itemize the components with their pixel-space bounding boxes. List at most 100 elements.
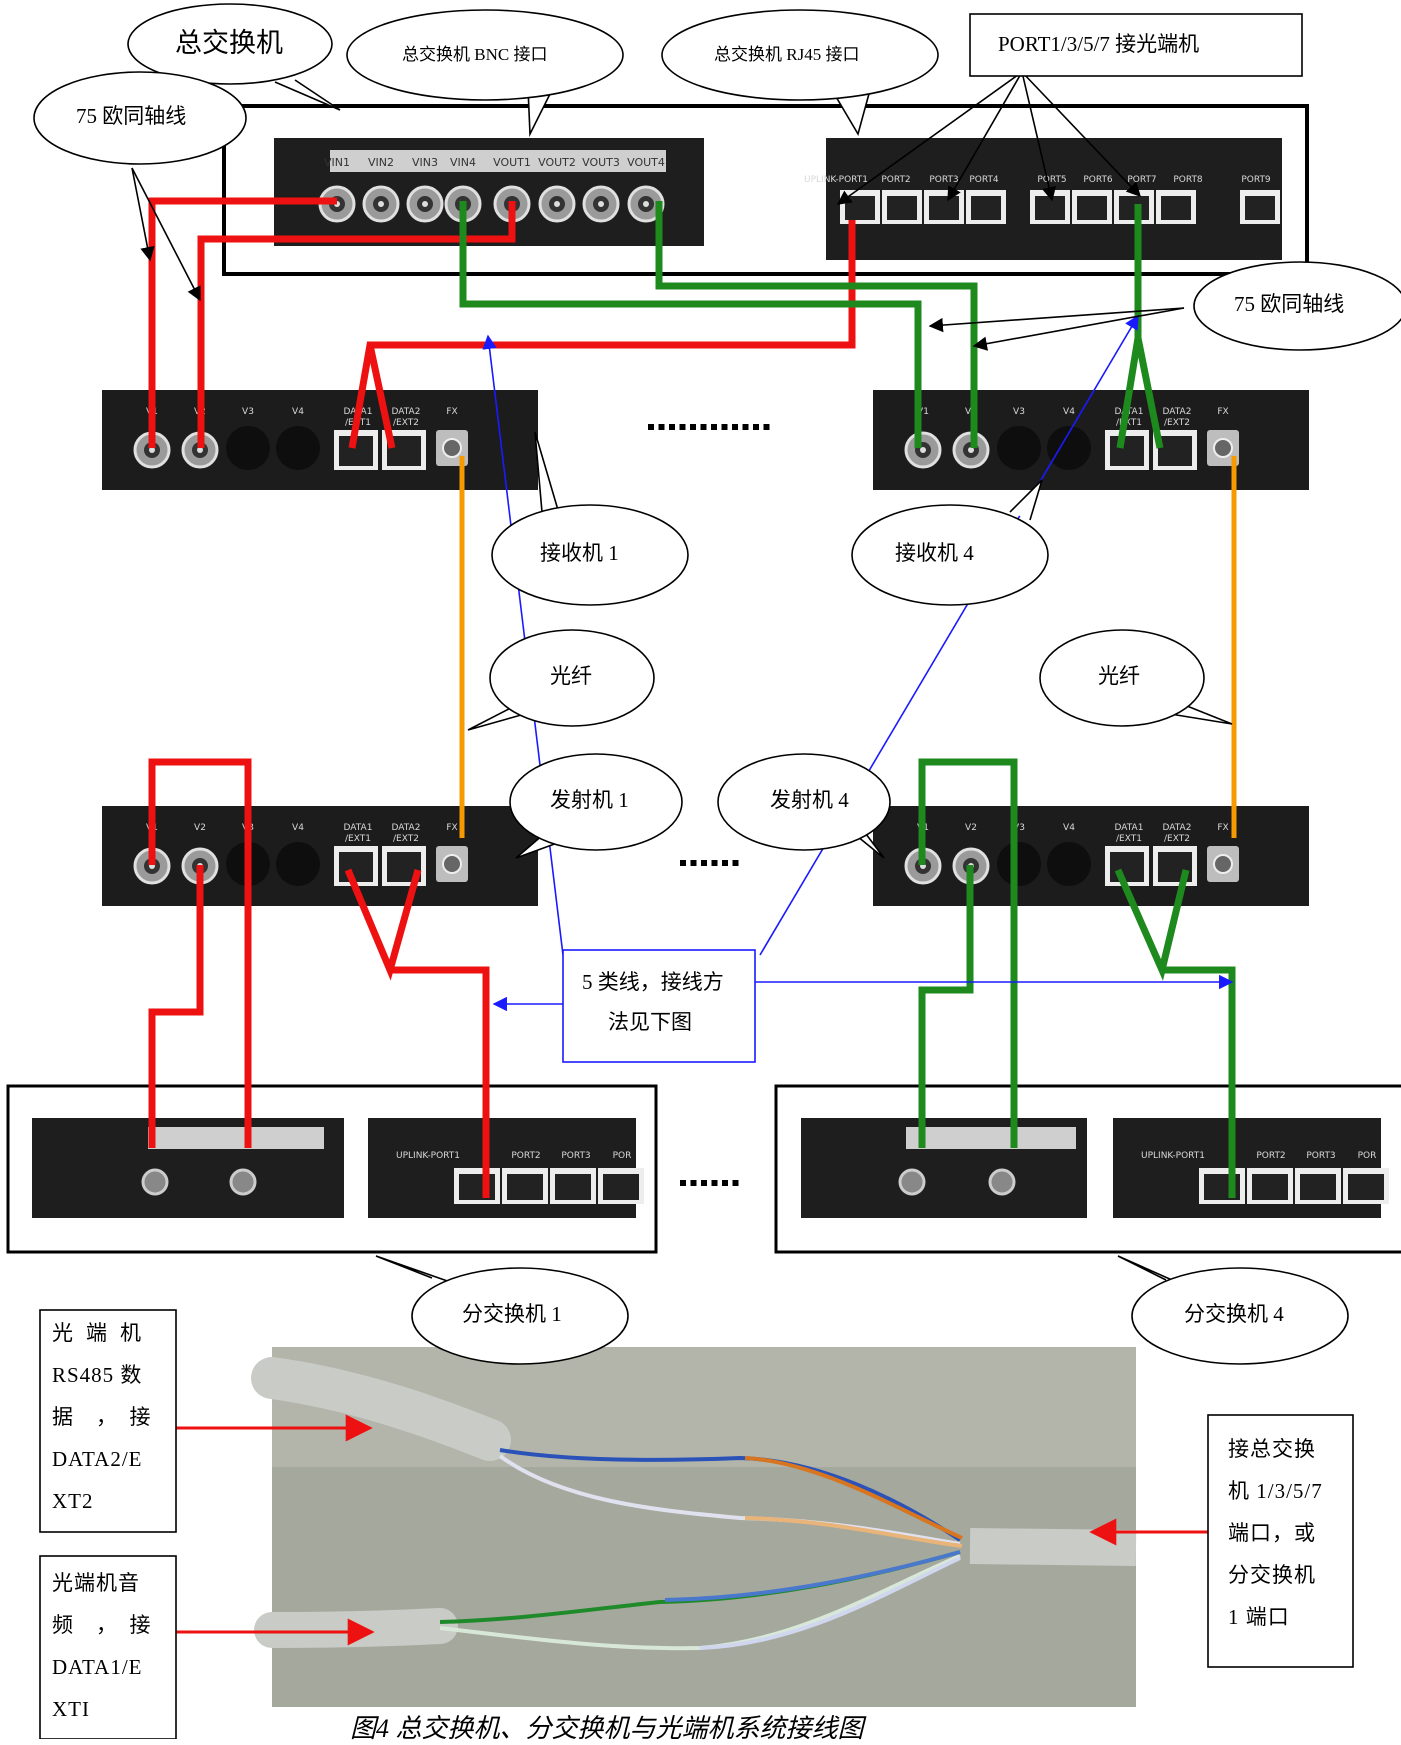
branch-switch-1-callout: 分交换机 1 — [462, 1302, 562, 1326]
ellipsis-dot — [732, 424, 738, 430]
rj45-port — [966, 190, 1006, 224]
bnc-port-label: VOUT3 — [582, 156, 620, 169]
ellipsis-dot — [701, 1180, 707, 1186]
bnc-port-label: VIN2 — [368, 156, 394, 169]
blank-cap — [1047, 842, 1091, 886]
main-port-label: PORT4 — [969, 175, 999, 185]
bnc-connector — [406, 185, 444, 223]
coax-callout-right: 75 欧同轴线 — [1234, 292, 1345, 316]
unit-port-label: /EXT2 — [1164, 834, 1190, 844]
unit-port-label: DATA2 — [1163, 823, 1192, 833]
callouts — [33, 3, 1401, 1365]
ellipsis-dot — [732, 860, 739, 866]
audio-label: 光端机音 频 ， 接 DATA1/E XTI — [52, 1571, 152, 1721]
fiber-port — [1207, 846, 1239, 882]
rj45-port — [882, 190, 922, 224]
unit-port-label: /EXT2 — [393, 834, 419, 844]
ellipsis-dot — [669, 424, 675, 430]
ellipsis-dot — [763, 424, 770, 430]
unit-port-label: V3 — [1013, 407, 1025, 417]
data1-port — [1105, 430, 1149, 470]
unit-port-label: DATA2 — [392, 823, 421, 833]
rs485-label-box — [39, 1309, 177, 1533]
data2-port — [1153, 846, 1197, 886]
bnc-connector — [582, 185, 620, 223]
cables — [148, 197, 1237, 1198]
branch-switch-4-video-panel — [801, 1118, 1087, 1218]
unit-port-label: FX — [1217, 407, 1228, 417]
branch-rj45-port — [454, 1168, 500, 1204]
unit-port-label: /EXT1 — [345, 834, 371, 844]
blank-cap — [276, 426, 320, 470]
branch-rj45-port — [1295, 1168, 1341, 1204]
branch-port-label: POR — [613, 1151, 632, 1161]
ellipsis-dot — [690, 1180, 697, 1186]
branch-port-label: PORT2 — [511, 1151, 540, 1161]
audio-label-box — [39, 1555, 177, 1740]
main-port-label: UPLINK-PORT1 — [804, 175, 868, 185]
bnc-port-label: VOUT2 — [538, 156, 576, 169]
port-label: PORT1/3/5/7 接光端机 — [998, 32, 1200, 56]
ellipsis-dot — [711, 1180, 718, 1186]
rj45-port — [1072, 190, 1112, 224]
figure-caption: 图4 总交换机、分交换机与光端机系统接线图 — [350, 1714, 864, 1743]
ellipsis-dot — [680, 860, 686, 866]
rj45-port — [1156, 190, 1196, 224]
ellipsis-dot — [690, 424, 696, 430]
fiber-callout-left: 光纤 — [550, 664, 592, 688]
ellipsis-dot — [753, 424, 759, 430]
cat5-label-box — [562, 949, 756, 1063]
ellipsis-dot — [721, 424, 728, 430]
main-port-label: PORT6 — [1083, 175, 1113, 185]
unit-port-label: V2 — [194, 823, 206, 833]
branch-rj45-port — [502, 1168, 548, 1204]
data1-port — [1105, 846, 1149, 886]
unit-port-label: FX — [446, 823, 457, 833]
ellipsis-dot — [648, 424, 654, 430]
main-port-label: PORT9 — [1241, 175, 1271, 185]
unit-port-label: DATA1 — [1115, 823, 1144, 833]
branch-rj45-port — [1343, 1168, 1389, 1204]
fiber-port — [436, 846, 468, 882]
rj45-port — [1240, 190, 1280, 224]
branch-port-label: PORT3 — [561, 1151, 590, 1161]
unit-port-label: /EXT1 — [1116, 418, 1142, 428]
unit-port-label: V1 — [917, 407, 929, 417]
bnc-port-label: VIN3 — [412, 156, 438, 169]
ellipsis-dot — [711, 860, 718, 866]
unit-port-label: V2 — [965, 823, 977, 833]
branch-port-label: POR — [1358, 1151, 1377, 1161]
rj45-port — [1030, 190, 1070, 224]
blank-cap — [226, 426, 270, 470]
branch-port-label: PORT3 — [1306, 1151, 1335, 1161]
transmitter-4-callout: 发射机 4 — [770, 788, 849, 812]
unit-port-label: FX — [446, 407, 457, 417]
ellipsis-dot — [732, 1180, 739, 1186]
bnc-connector — [538, 185, 576, 223]
branch-rj45-port — [1199, 1168, 1245, 1204]
rj45-port — [840, 190, 880, 224]
cable-photo — [251, 1347, 1137, 1707]
main-port-label: PORT7 — [1127, 175, 1156, 185]
branch-switch-4-frame — [774, 1084, 1401, 1254]
rj45-port — [1114, 190, 1154, 224]
video-bnc-1 — [133, 847, 171, 885]
transmitter-1-callout: 发射机 1 — [550, 788, 629, 812]
unit-port-label: /EXT2 — [393, 418, 419, 428]
unit-port-label: /EXT2 — [1164, 418, 1190, 428]
rj45-interface-callout: 总交换机 RJ45 接口 — [714, 45, 860, 64]
branch-rj45-port — [598, 1168, 644, 1204]
ellipsis-dot — [700, 424, 707, 430]
bnc-port-label: VOUT4 — [627, 156, 665, 169]
coax-callout-left: 75 欧同轴线 — [76, 104, 187, 128]
unit-port-label: V4 — [292, 407, 304, 417]
data2-port — [382, 846, 426, 886]
port-label-box — [969, 13, 1303, 77]
